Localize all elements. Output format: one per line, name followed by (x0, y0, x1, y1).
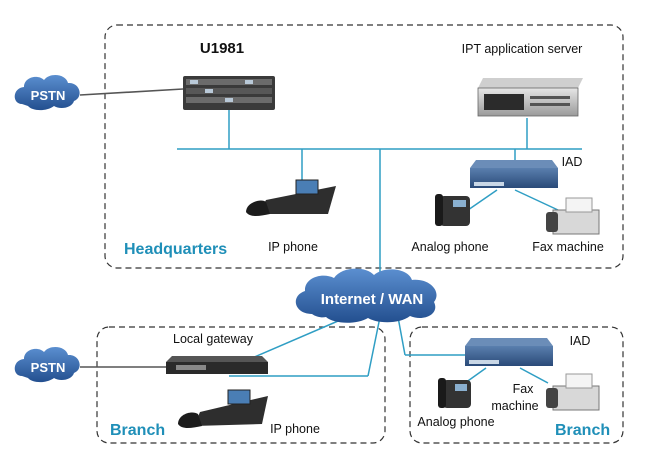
wan-label: Internet / WAN (321, 291, 424, 308)
pstn-link-hq (79, 88, 184, 96)
analog-phone-branch-label: Analog phone (417, 415, 494, 429)
branch-right-site-label: Branch (555, 422, 610, 439)
fax-hq-label: Fax machine (532, 240, 604, 254)
ip-phone-branch (178, 389, 268, 428)
iad-hq (470, 160, 558, 188)
u1981-pbx (183, 76, 275, 110)
pstn-label-branch: PSTN (31, 360, 66, 375)
branch-right-boundary (409, 326, 624, 444)
headquarters-site-label: Headquarters (124, 241, 227, 258)
u1981-label: U1981 (200, 40, 244, 57)
analog-phone-hq (435, 194, 470, 226)
analog-phone-branch (438, 378, 471, 408)
ipt-server-label: IPT application server (462, 42, 583, 56)
iad-hq-label: IAD (562, 155, 583, 169)
ip-phone-hq-label: IP phone (268, 240, 318, 254)
local-gateway (166, 356, 268, 374)
wan-cloud: Internet / WAN (295, 268, 437, 323)
branch-left-boundary (96, 326, 386, 444)
fax-branch-label-line2: machine (491, 399, 538, 413)
fax-machine-branch (546, 373, 600, 411)
iad-branch (465, 338, 553, 366)
ip-phone-hq (246, 179, 336, 216)
ipt-application-server (477, 78, 583, 117)
headquarters-boundary (104, 24, 624, 269)
fax-branch-label-line1: Fax (513, 382, 535, 396)
iad-branch-label: IAD (570, 334, 591, 348)
pstn-cloud-hq: PSTN (14, 74, 80, 111)
pstn-label-hq: PSTN (31, 88, 66, 103)
analog-phone-hq-label: Analog phone (411, 240, 488, 254)
fax-machine-hq (546, 197, 600, 235)
ip-phone-branch-label: IP phone (270, 422, 320, 436)
branch-left-site-label: Branch (110, 422, 165, 439)
local-gateway-label: Local gateway (173, 332, 254, 346)
pstn-cloud-branch: PSTN (14, 346, 80, 383)
